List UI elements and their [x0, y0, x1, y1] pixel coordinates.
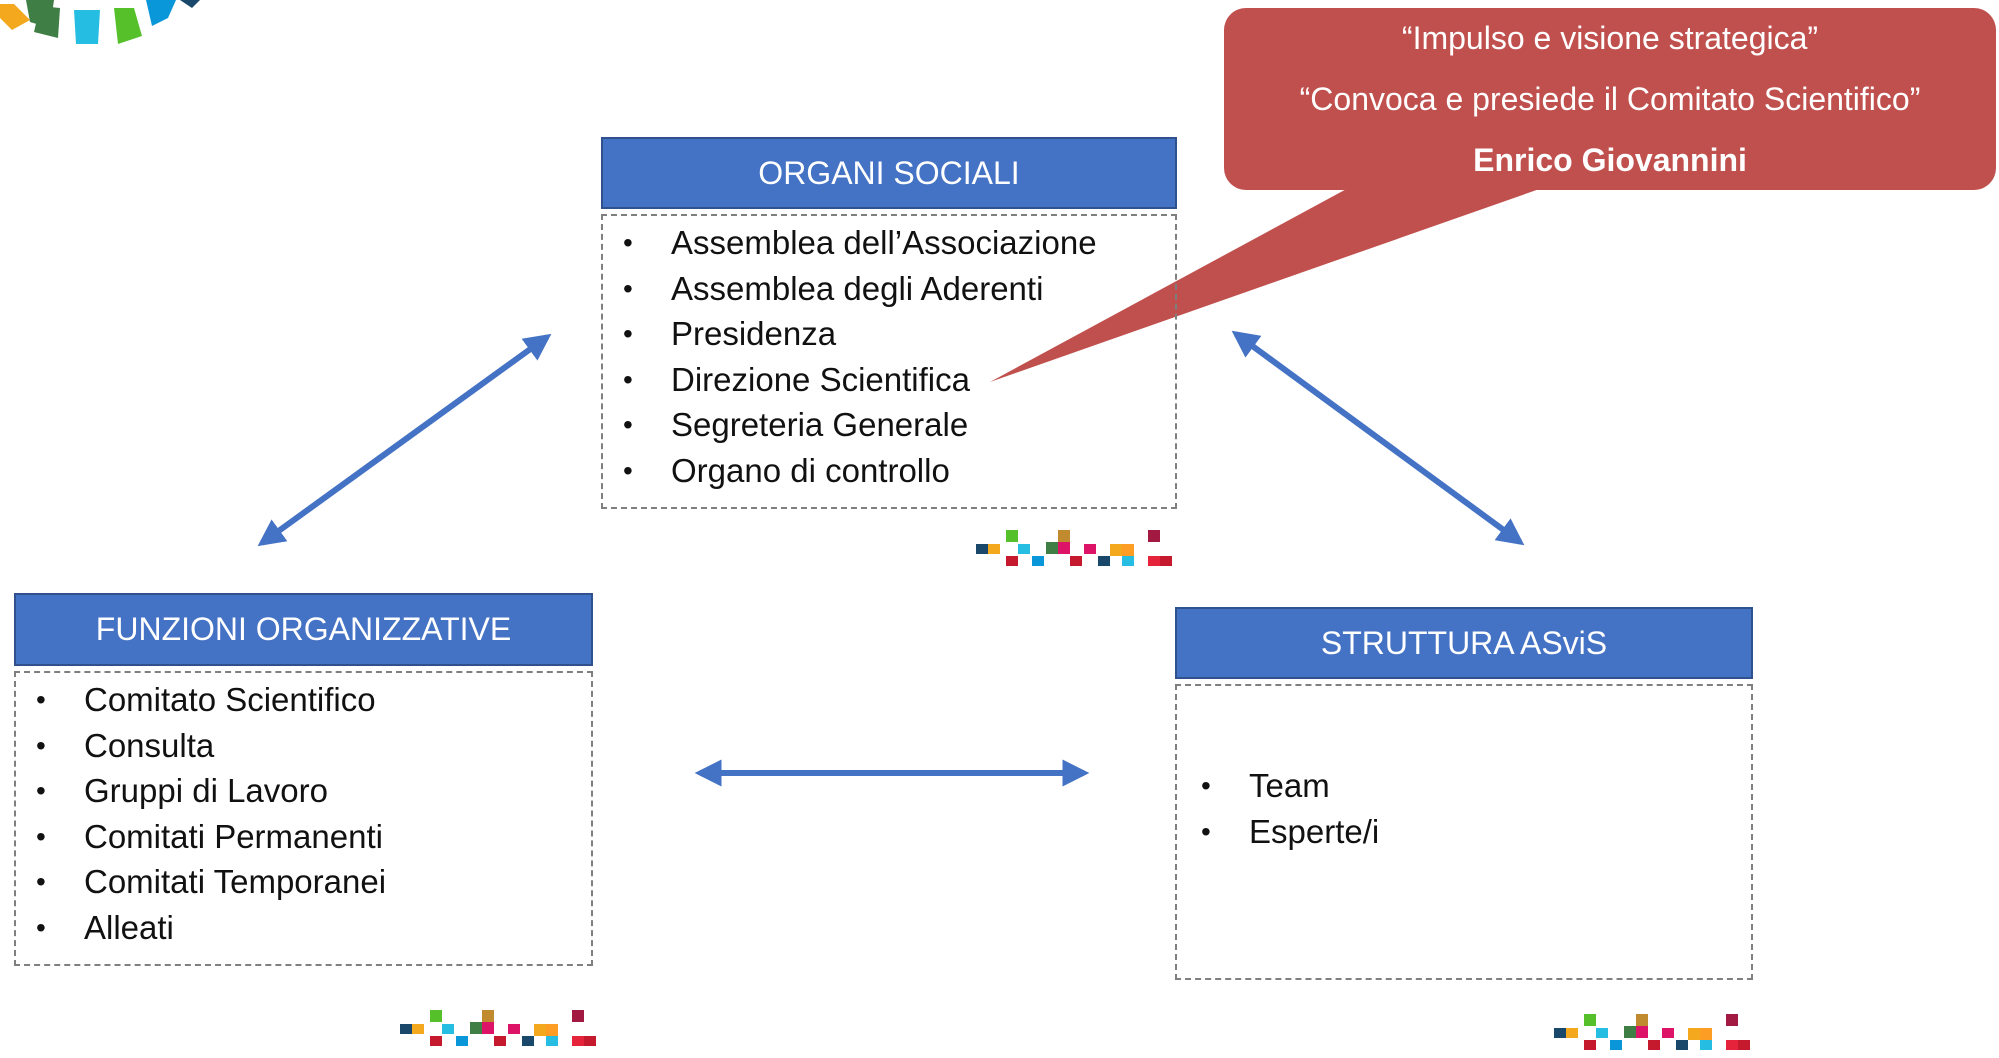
organi-sociali-title: ORGANI SOCIALI — [601, 137, 1177, 209]
callout-quote-vision: “Impulso e visione strategica” — [1401, 20, 1819, 56]
struttura-asvis-title: STRUTTURA ASviS — [1175, 607, 1753, 679]
list-item: Presidenza — [603, 311, 1175, 357]
sdg-wheel-logo — [0, 0, 200, 44]
asvis-squares-icon — [400, 1010, 596, 1046]
list-item: Gruppi di Lavoro — [16, 768, 591, 814]
list-item: Team — [1177, 763, 1751, 809]
arrow-organi-struttura — [1231, 330, 1525, 546]
list-item: Comitato Scientifico — [16, 677, 591, 723]
funzioni-organizzative-body: Comitato Scientifico Consulta Gruppi di … — [14, 671, 593, 966]
list-item: Alleati — [16, 905, 591, 951]
asvis-squares-icon — [976, 530, 1172, 566]
struttura-asvis-list: Team Esperte/i — [1177, 763, 1751, 854]
callout-person-name: Enrico Giovannini — [1473, 142, 1747, 178]
organi-sociali-box: ORGANI SOCIALI Assemblea dell’Associazio… — [601, 137, 1177, 509]
struttura-asvis-box: STRUTTURA ASviS Team Esperte/i — [1175, 607, 1753, 980]
list-item: Esperte/i — [1177, 809, 1751, 855]
funzioni-organizzative-list: Comitato Scientifico Consulta Gruppi di … — [16, 677, 591, 950]
callout-text: “Impulso e visione strategica” “Convoca … — [1224, 8, 1996, 190]
list-item: Comitati Temporanei — [16, 859, 591, 905]
list-item: Consulta — [16, 723, 591, 769]
list-item: Assemblea degli Aderenti — [603, 266, 1175, 312]
list-item: Organo di controllo — [603, 448, 1175, 494]
callout-quote-comitato: “Convoca e presiede il Comitato Scientif… — [1299, 81, 1921, 117]
organi-sociali-list: Assemblea dell’Associazione Assemblea de… — [603, 220, 1175, 493]
list-item: Assemblea dell’Associazione — [603, 220, 1175, 266]
list-item: Direzione Scientifica — [603, 357, 1175, 403]
arrow-organi-funzioni — [257, 333, 552, 547]
organi-sociali-body: Assemblea dell’Associazione Assemblea de… — [601, 214, 1177, 509]
funzioni-organizzative-box: FUNZIONI ORGANIZZATIVE Comitato Scientif… — [14, 593, 593, 966]
asvis-squares-icon — [1554, 1014, 1750, 1050]
struttura-asvis-body: Team Esperte/i — [1175, 684, 1753, 980]
funzioni-organizzative-title: FUNZIONI ORGANIZZATIVE — [14, 593, 593, 666]
list-item: Segreteria Generale — [603, 402, 1175, 448]
list-item: Comitati Permanenti — [16, 814, 591, 860]
